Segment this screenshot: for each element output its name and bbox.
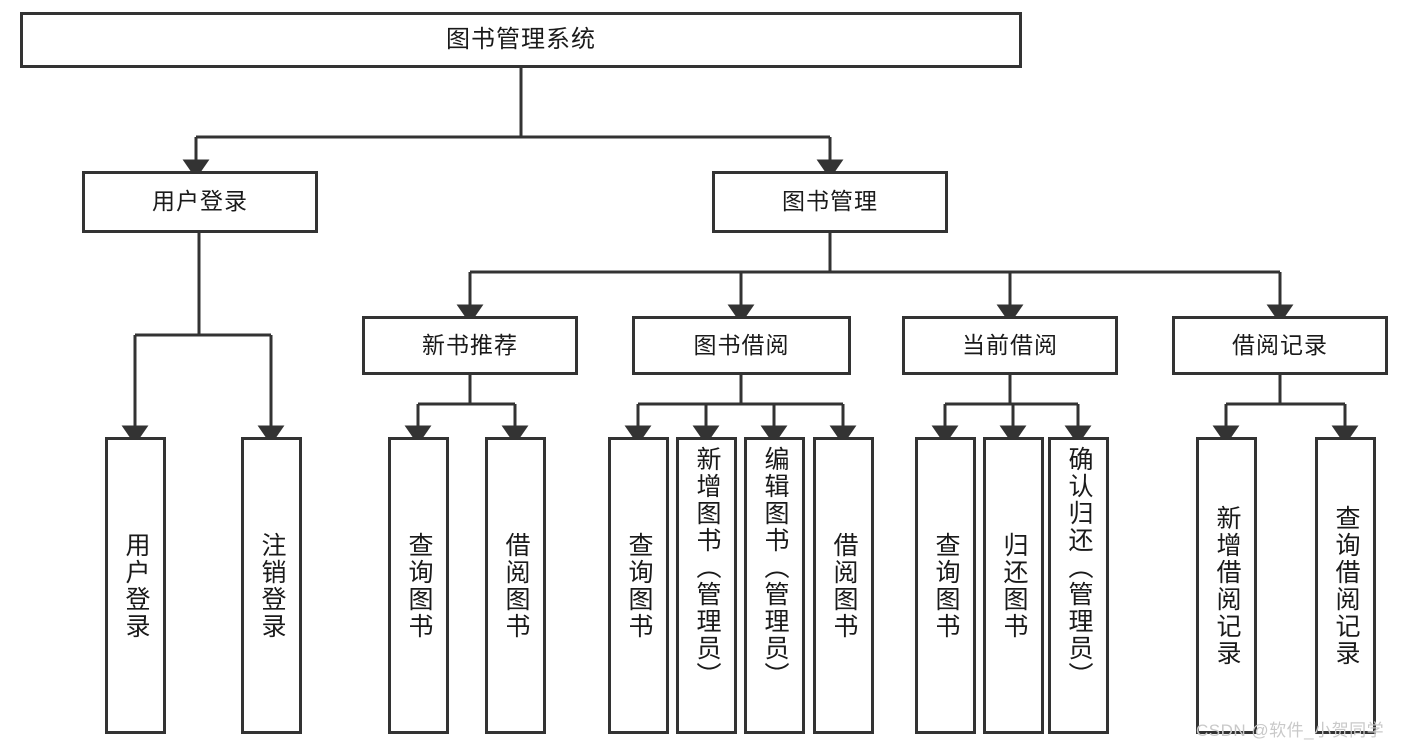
node-current-borrow[interactable]: 当前借阅 xyxy=(902,316,1118,375)
node-label: 查询图书 xyxy=(625,531,653,640)
node-label: 新书推荐 xyxy=(422,331,518,358)
node-label: 用户登录 xyxy=(122,531,150,640)
node-label: 图书管理系统 xyxy=(446,25,596,53)
node-label: 图书借阅 xyxy=(693,331,790,358)
node-label: 借阅记录 xyxy=(1232,331,1328,358)
node-label: 图书管理 xyxy=(782,188,878,215)
leaf-query-book-recommend[interactable]: 查询图书 xyxy=(388,437,449,734)
node-label: 查询图书 xyxy=(405,531,433,640)
leaf-borrow-book[interactable]: 借阅图书 xyxy=(813,437,874,734)
node-new-book-recommend[interactable]: 新书推荐 xyxy=(362,316,578,375)
node-label: 当前借阅 xyxy=(962,331,1058,358)
leaf-query-borrow-record[interactable]: 查询借阅记录 xyxy=(1315,437,1376,734)
node-label: 新增图书（管理员） xyxy=(693,446,721,689)
node-user-login[interactable]: 用户登录 xyxy=(82,171,318,233)
node-borrow-record[interactable]: 借阅记录 xyxy=(1172,316,1388,375)
node-label: 查询图书 xyxy=(932,531,960,640)
leaf-return-book[interactable]: 归还图书 xyxy=(983,437,1044,734)
leaf-query-book-current[interactable]: 查询图书 xyxy=(915,437,976,734)
node-label: 确认归还（管理员） xyxy=(1065,446,1093,689)
leaf-add-book-admin[interactable]: 新增图书（管理员） xyxy=(676,437,737,734)
leaf-query-book-borrow[interactable]: 查询图书 xyxy=(608,437,669,734)
node-label: 借阅图书 xyxy=(502,531,530,640)
node-book-borrow[interactable]: 图书借阅 xyxy=(632,316,851,375)
node-label: 归还图书 xyxy=(1000,531,1028,640)
node-label: 用户登录 xyxy=(152,188,248,215)
node-label: 编辑图书（管理员） xyxy=(761,446,789,689)
leaf-logout[interactable]: 注销登录 xyxy=(241,437,302,734)
leaf-borrow-book-recommend[interactable]: 借阅图书 xyxy=(485,437,546,734)
node-book-management[interactable]: 图书管理 xyxy=(712,171,948,233)
csdn-watermark: CSDN @软件_小贺同学 xyxy=(1196,721,1385,740)
leaf-user-login[interactable]: 用户登录 xyxy=(105,437,166,734)
node-label: 借阅图书 xyxy=(830,531,858,640)
node-root-system[interactable]: 图书管理系统 xyxy=(20,12,1022,68)
leaf-add-borrow-record[interactable]: 新增借阅记录 xyxy=(1196,437,1257,734)
node-label: 新增借阅记录 xyxy=(1213,504,1241,667)
node-label: 注销登录 xyxy=(258,531,286,640)
leaf-confirm-return-admin[interactable]: 确认归还（管理员） xyxy=(1048,437,1109,734)
leaf-edit-book-admin[interactable]: 编辑图书（管理员） xyxy=(744,437,805,734)
node-label: 查询借阅记录 xyxy=(1332,504,1360,667)
